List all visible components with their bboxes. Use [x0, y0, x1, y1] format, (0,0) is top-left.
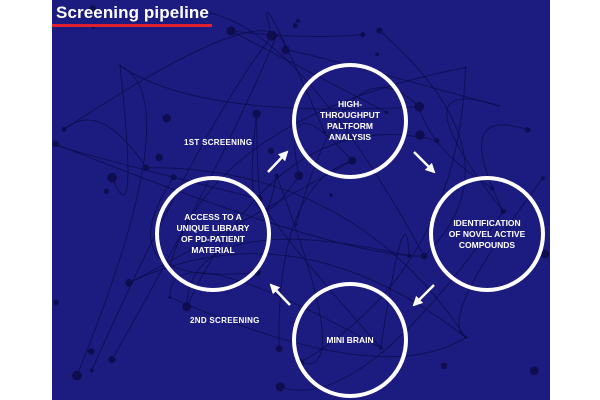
network-node [89, 5, 96, 12]
network-node [295, 18, 301, 23]
network-node [168, 295, 172, 299]
network-node [142, 164, 150, 171]
network-node [61, 127, 67, 132]
network-node [107, 172, 117, 183]
network-curve [63, 30, 287, 130]
network-node [376, 27, 383, 34]
network-node [414, 101, 424, 112]
network-node [440, 362, 448, 370]
network-node [275, 382, 285, 392]
network-node [72, 370, 82, 381]
network-node [252, 109, 261, 118]
network-node [524, 127, 531, 133]
network-curve [91, 35, 273, 371]
step-label-second-screening: 2ND SCREENING [190, 316, 260, 325]
network-node [155, 153, 163, 162]
stage-novel-compounds: IDENTIFICATION OF NOVEL ACTIVE COMPOUNDS [429, 176, 545, 292]
network-node [103, 188, 109, 194]
network-node [226, 26, 236, 36]
stage-label-patient-library: ACCESS TO A UNIQUE LIBRARY OF PD-PATIENT… [176, 212, 250, 255]
network-node [464, 66, 467, 69]
network-curve [203, 11, 425, 257]
network-node [415, 130, 425, 140]
network-node [329, 193, 333, 197]
title-bar: Screening pipeline [52, 0, 212, 28]
network-curve [111, 65, 129, 196]
stage-label-high-throughput: HIGH-THROUGHPUT PALTFORM ANALYSIS [320, 99, 380, 142]
network-node [292, 23, 298, 29]
network-node [119, 64, 122, 67]
network-node [294, 222, 298, 226]
network-node [162, 114, 171, 123]
network-node [89, 368, 94, 373]
network-node [170, 174, 177, 181]
network-node [275, 345, 283, 353]
network-node [281, 45, 290, 55]
stage-mini-brain: MINI BRAIN [292, 282, 408, 398]
network-node [267, 147, 275, 155]
network-node [294, 171, 304, 180]
stage-label-novel-compounds: IDENTIFICATION OF NOVEL ACTIVE COMPOUNDS [448, 217, 526, 250]
step-label-first-screening: 1ST SCREENING [184, 138, 253, 147]
network-node [540, 176, 545, 181]
network-curve [230, 30, 363, 37]
network-node [464, 335, 468, 339]
network-node [529, 366, 539, 376]
stage-high-throughput-analysis: HIGH-THROUGHPUT PALTFORM ANALYSIS [292, 63, 408, 179]
network-node [434, 138, 440, 144]
network-node [406, 253, 412, 258]
network-node [375, 52, 380, 57]
title-underline [52, 24, 212, 27]
network-node [182, 302, 192, 312]
network-node [266, 30, 277, 41]
network-node [53, 299, 60, 306]
network-node [108, 355, 116, 364]
network-curve [63, 119, 147, 168]
network-node [52, 140, 59, 148]
page-title: Screening pipeline [56, 3, 209, 22]
network-node [540, 249, 550, 259]
network-curve [76, 65, 148, 376]
network-node [497, 104, 500, 107]
stage-patient-library: ACCESS TO A UNIQUE LIBRARY OF PD-PATIENT… [155, 176, 271, 292]
network-node [274, 173, 279, 178]
network-node [360, 31, 366, 38]
network-node [200, 8, 207, 16]
network-node [420, 252, 428, 260]
stage-label-mini-brain: MINI BRAIN [326, 334, 374, 345]
network-node [87, 348, 95, 355]
network-node [125, 279, 133, 287]
